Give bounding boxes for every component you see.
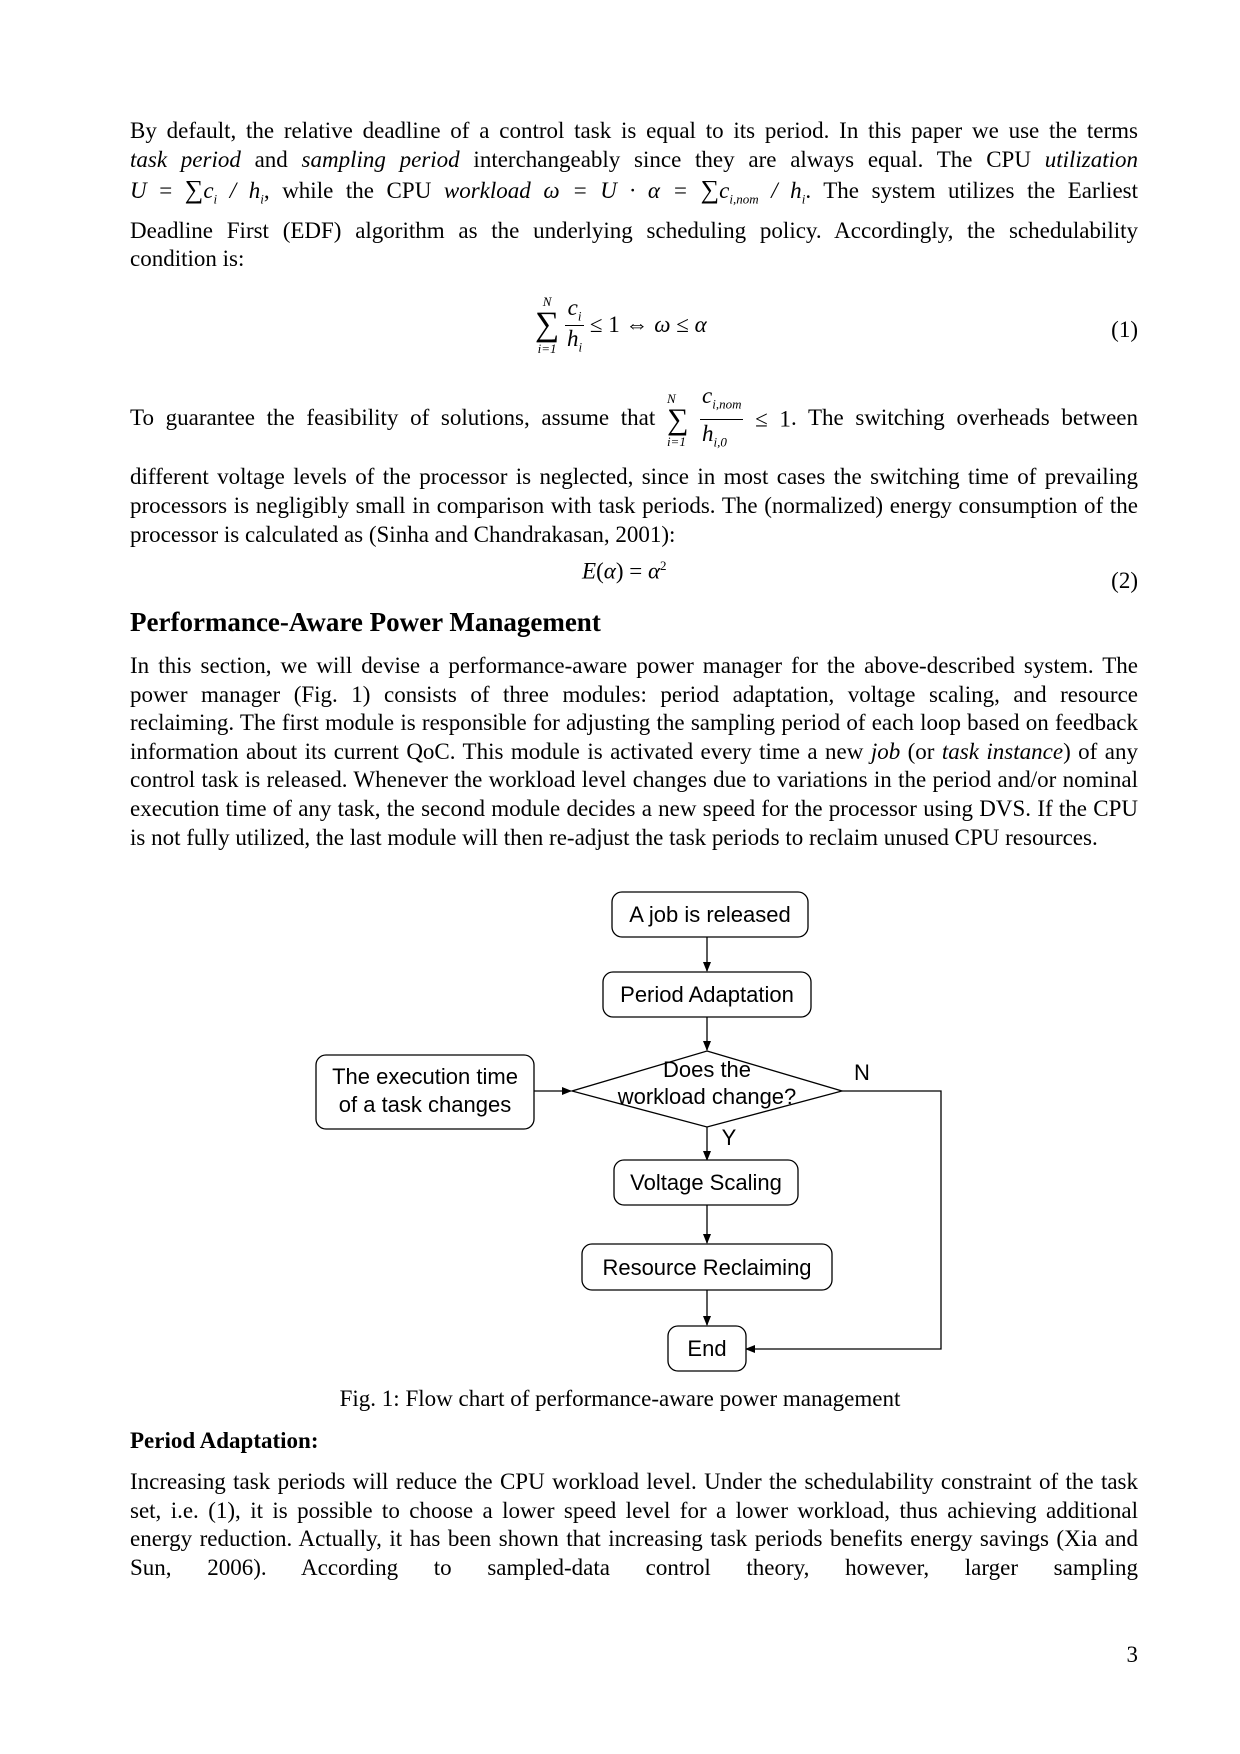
no-label: N	[854, 1060, 870, 1085]
denominator: hi	[567, 325, 583, 355]
no-branch-arrow	[745, 1090, 942, 1353]
start-label: A job is released	[629, 902, 790, 927]
power-manager-text: In this section, we will devise a perfor…	[130, 652, 1138, 852]
decision-label-2: workload change?	[617, 1084, 797, 1109]
inequality: ≤ 1	[755, 406, 791, 432]
paragraph-power-manager: In this section, we will devise a perfor…	[130, 652, 1138, 852]
formula-term: ci,nom / hi	[719, 178, 806, 207]
term-job: job	[870, 738, 901, 764]
text-fragment: To guarantee the feasibility of solution…	[130, 404, 656, 430]
period-adaptation-label: Period Adaptation	[620, 982, 794, 1007]
term-task-period: task period	[130, 146, 241, 172]
feasibility-line-1: To guarantee the feasibility of solution…	[130, 382, 1138, 457]
section-heading: Performance-Aware Power Management	[130, 607, 601, 637]
execution-change-label-1: The execution time	[332, 1064, 518, 1089]
page-number: 3	[1126, 1642, 1139, 1667]
feasibility-rest: different voltage levels of the processo…	[130, 464, 1138, 547]
text-fragment: . The switching overheads between	[790, 404, 1139, 430]
sum-upper: N	[666, 390, 676, 406]
equation-2-number: (2)	[1111, 568, 1138, 593]
text-fragment: In this section, we will devise a perfor…	[130, 653, 1138, 764]
equation-1: N ∑ i=1 ci hi ≤ 1 ⇔ ω ≤ α	[535, 295, 707, 355]
sum-symbol: ∑	[666, 402, 689, 436]
voltage-scaling-label: Voltage Scaling	[630, 1170, 782, 1195]
sum-symbol: ∑	[184, 175, 204, 205]
execution-change-label-2: of a task changes	[339, 1092, 511, 1117]
fraction: ci hi	[565, 295, 585, 355]
text-fragment: ) of any control task is released. Whene…	[130, 738, 1138, 850]
sum-block: N ∑ i=1	[667, 392, 688, 448]
execution-change-box	[315, 1054, 535, 1130]
sum-lower: i=1	[537, 341, 557, 357]
sum-symbol: ∑	[700, 175, 720, 205]
subsection-heading: Period Adaptation:	[130, 1428, 319, 1453]
paragraph-feasibility: To guarantee the feasibility of solution…	[130, 382, 1138, 549]
paragraph-intro: By default, the relative deadline of a c…	[130, 117, 1138, 274]
omega-symbol: ω	[654, 312, 671, 338]
intro-line-5: condition is:	[130, 246, 245, 272]
numerator: ci,nom	[700, 382, 744, 421]
voltage-scaling-box	[613, 1159, 799, 1206]
end-box	[667, 1325, 747, 1372]
text-fragment: . The system utilizes the Earliest	[805, 178, 1138, 204]
intro-line-2: task period and sampling period intercha…	[130, 146, 1138, 175]
energy-formula: E	[582, 558, 597, 584]
alpha-symbol: α	[647, 558, 661, 584]
alpha-symbol: α	[603, 558, 616, 584]
intro-line-4: Deadline First (EDF) algorithm as the un…	[130, 217, 1138, 243]
paragraph-period-adaptation: Increasing task periods will reduce the …	[130, 1468, 1138, 1582]
equation-1-number: (1)	[1111, 317, 1138, 342]
utilization-formula: U	[130, 178, 147, 204]
figure-caption: Fig. 1: Flow chart of performance-aware …	[339, 1386, 901, 1411]
text-fragment: , while the CPU	[263, 178, 444, 204]
sum-symbol: ∑	[535, 306, 560, 344]
period-adaptation-text: Increasing task periods will reduce the …	[130, 1469, 1138, 1580]
inequality: ≤ 1 ⇔ ω ≤ α	[589, 312, 707, 338]
sum-upper: N	[542, 294, 552, 310]
intro-line-1: By default, the relative deadline of a c…	[130, 118, 1138, 143]
equation-2: E(α) = α2	[582, 558, 667, 584]
workload-formula: ω = U · α =	[543, 178, 701, 204]
denominator: hi,0	[702, 421, 727, 450]
intro-line-3: U = ∑ci / hi, while the CPU workload ω =…	[130, 175, 1138, 207]
numerator: ci	[565, 295, 585, 326]
sum-block: N ∑ i=1	[535, 295, 559, 355]
yes-label: Y	[722, 1125, 737, 1150]
sum-lower: i=1	[666, 433, 686, 449]
text-fragment: and	[240, 146, 302, 172]
resource-reclaiming-label: Resource Reclaiming	[602, 1255, 811, 1280]
start-box	[611, 891, 809, 938]
decision-label-1: Does the	[663, 1057, 751, 1082]
text-fragment: (or	[900, 738, 942, 764]
text-fragment: interchangeably since they are always eq…	[459, 146, 1045, 172]
term-task-instance: task instance	[941, 738, 1064, 764]
end-label: End	[687, 1336, 726, 1361]
term-utilization: utilization	[1044, 146, 1138, 172]
fraction: ci,nom hi,0	[700, 382, 744, 457]
term-sampling-period: sampling period	[301, 146, 460, 172]
alpha-symbol: α	[694, 312, 707, 338]
formula-term: ci / hi	[203, 178, 264, 207]
term-workload: workload	[443, 178, 531, 204]
